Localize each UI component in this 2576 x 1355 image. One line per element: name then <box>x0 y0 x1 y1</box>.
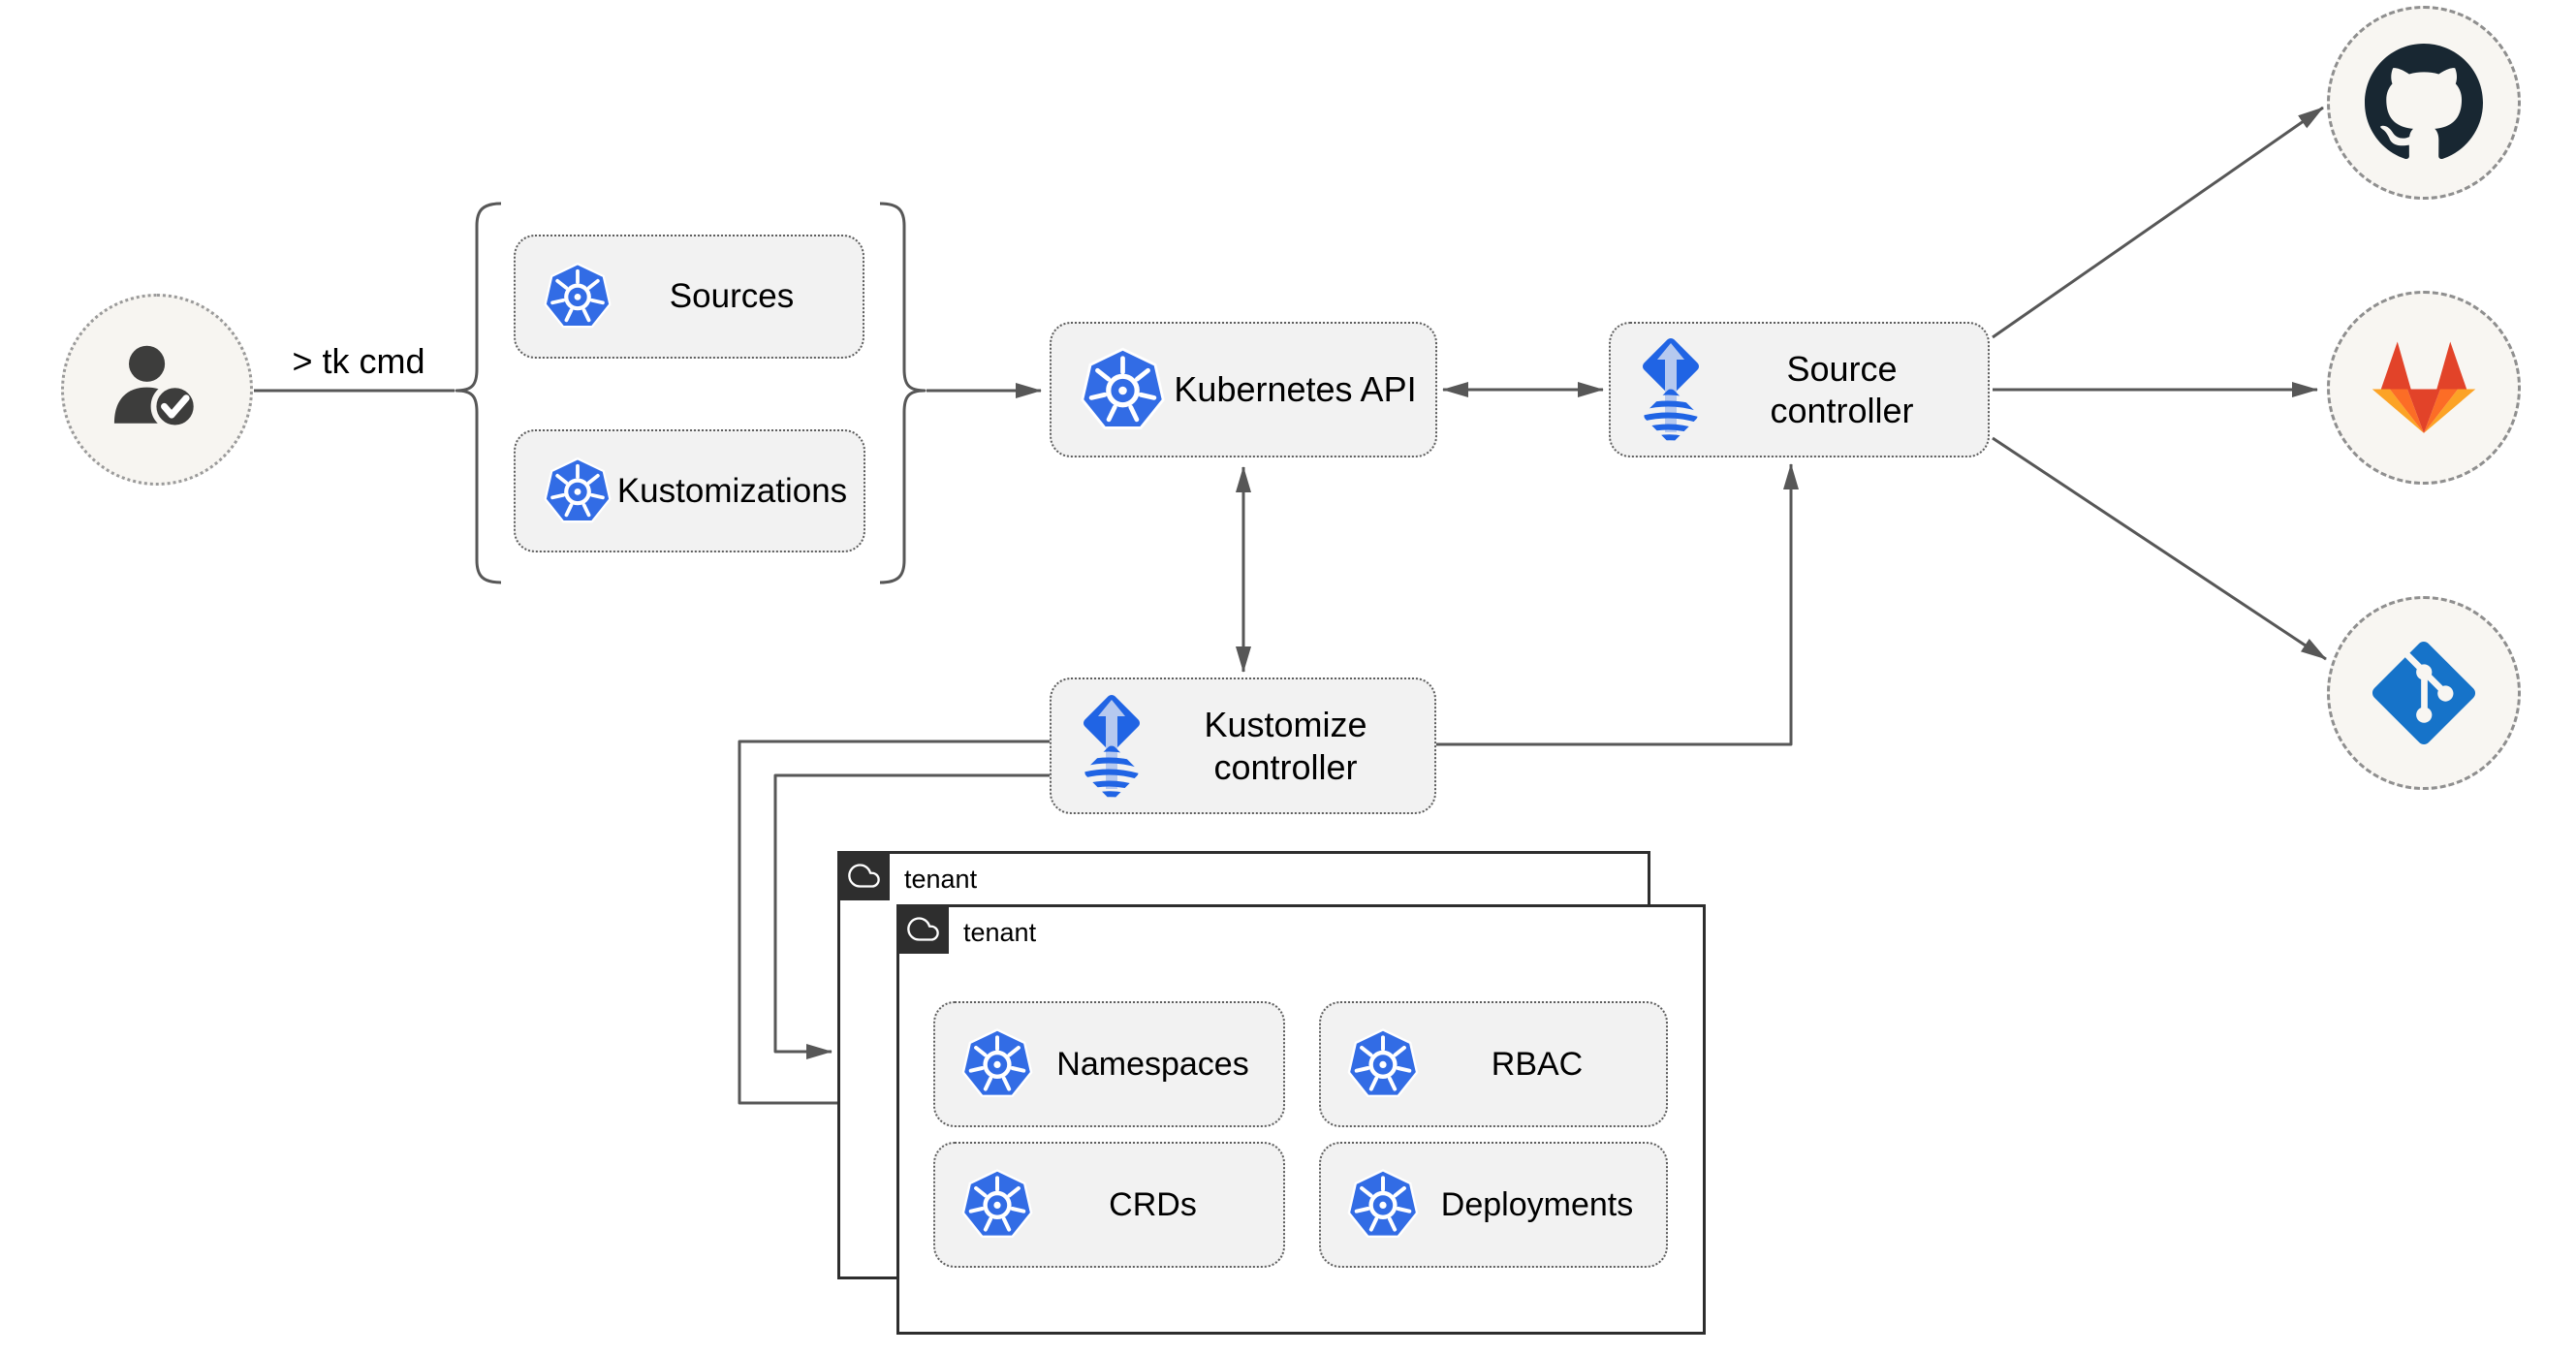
kubernetes-icon <box>1077 344 1169 436</box>
node-deployments: Deployments <box>1319 1142 1668 1268</box>
flux-icon <box>1632 334 1710 445</box>
rbac-label: RBAC <box>1491 1045 1584 1083</box>
gitlab-logo <box>2372 341 2476 433</box>
git-target <box>2327 596 2521 790</box>
edge-kustomize-to-back-tenant <box>773 773 1050 1059</box>
edge-kustomize-to-source-controller <box>1436 463 1799 746</box>
tenant-label: tenant <box>904 865 978 894</box>
node-source-controller: Source controller <box>1609 322 1990 457</box>
right-curly-brace <box>879 202 927 584</box>
user-avatar <box>61 294 253 486</box>
node-sources: Sources <box>514 235 864 359</box>
node-crds: CRDs <box>933 1142 1285 1268</box>
tenant-box-front: tenant Namespaces RBAC CRDs Deployments <box>896 904 1706 1335</box>
github-logo <box>2365 44 2483 159</box>
node-rbac: RBAC <box>1319 1001 1668 1127</box>
node-kubernetes-api: Kubernetes API <box>1050 322 1437 457</box>
edge-kustomize-to-front-tenant <box>738 740 1050 1111</box>
node-namespaces: Namespaces <box>933 1001 1285 1127</box>
kubernetes-icon <box>541 455 614 528</box>
left-curly-brace <box>455 202 502 584</box>
tenant-tab <box>896 904 949 954</box>
source-controller-label: Source controller <box>1770 348 1914 430</box>
cli-command-label: > tk cmd <box>292 341 425 381</box>
tenant-label: tenant <box>963 918 1037 947</box>
node-kustomize-controller: Kustomize controller <box>1050 678 1436 814</box>
cloud-icon <box>907 913 939 945</box>
cloud-icon <box>848 860 880 892</box>
kubernetes-icon <box>541 260 614 333</box>
user-check-icon <box>113 345 200 431</box>
edge-source-controller-to-git <box>1992 436 2327 661</box>
kubernetes-icon <box>1344 1025 1422 1103</box>
sources-label: Sources <box>669 277 795 315</box>
kubernetes-icon <box>958 1166 1036 1244</box>
tenant-tab <box>837 851 890 900</box>
kubernetes-api-label: Kubernetes API <box>1174 369 1417 410</box>
edge-source-controller-to-github <box>1992 106 2324 339</box>
kubernetes-icon <box>1344 1166 1422 1244</box>
node-kustomizations: Kustomizations <box>514 429 865 552</box>
kustomize-controller-label: Kustomize controller <box>1204 705 1367 787</box>
kustomizations-label: Kustomizations <box>616 471 848 510</box>
namespaces-label: Namespaces <box>1056 1045 1249 1083</box>
deployments-label: Deployments <box>1440 1185 1634 1223</box>
flux-icon <box>1073 691 1150 802</box>
git-logo <box>2372 641 2476 745</box>
crds-label: CRDs <box>1109 1185 1197 1223</box>
kubernetes-icon <box>958 1025 1036 1103</box>
gitlab-target <box>2327 291 2521 485</box>
github-target <box>2327 6 2521 200</box>
